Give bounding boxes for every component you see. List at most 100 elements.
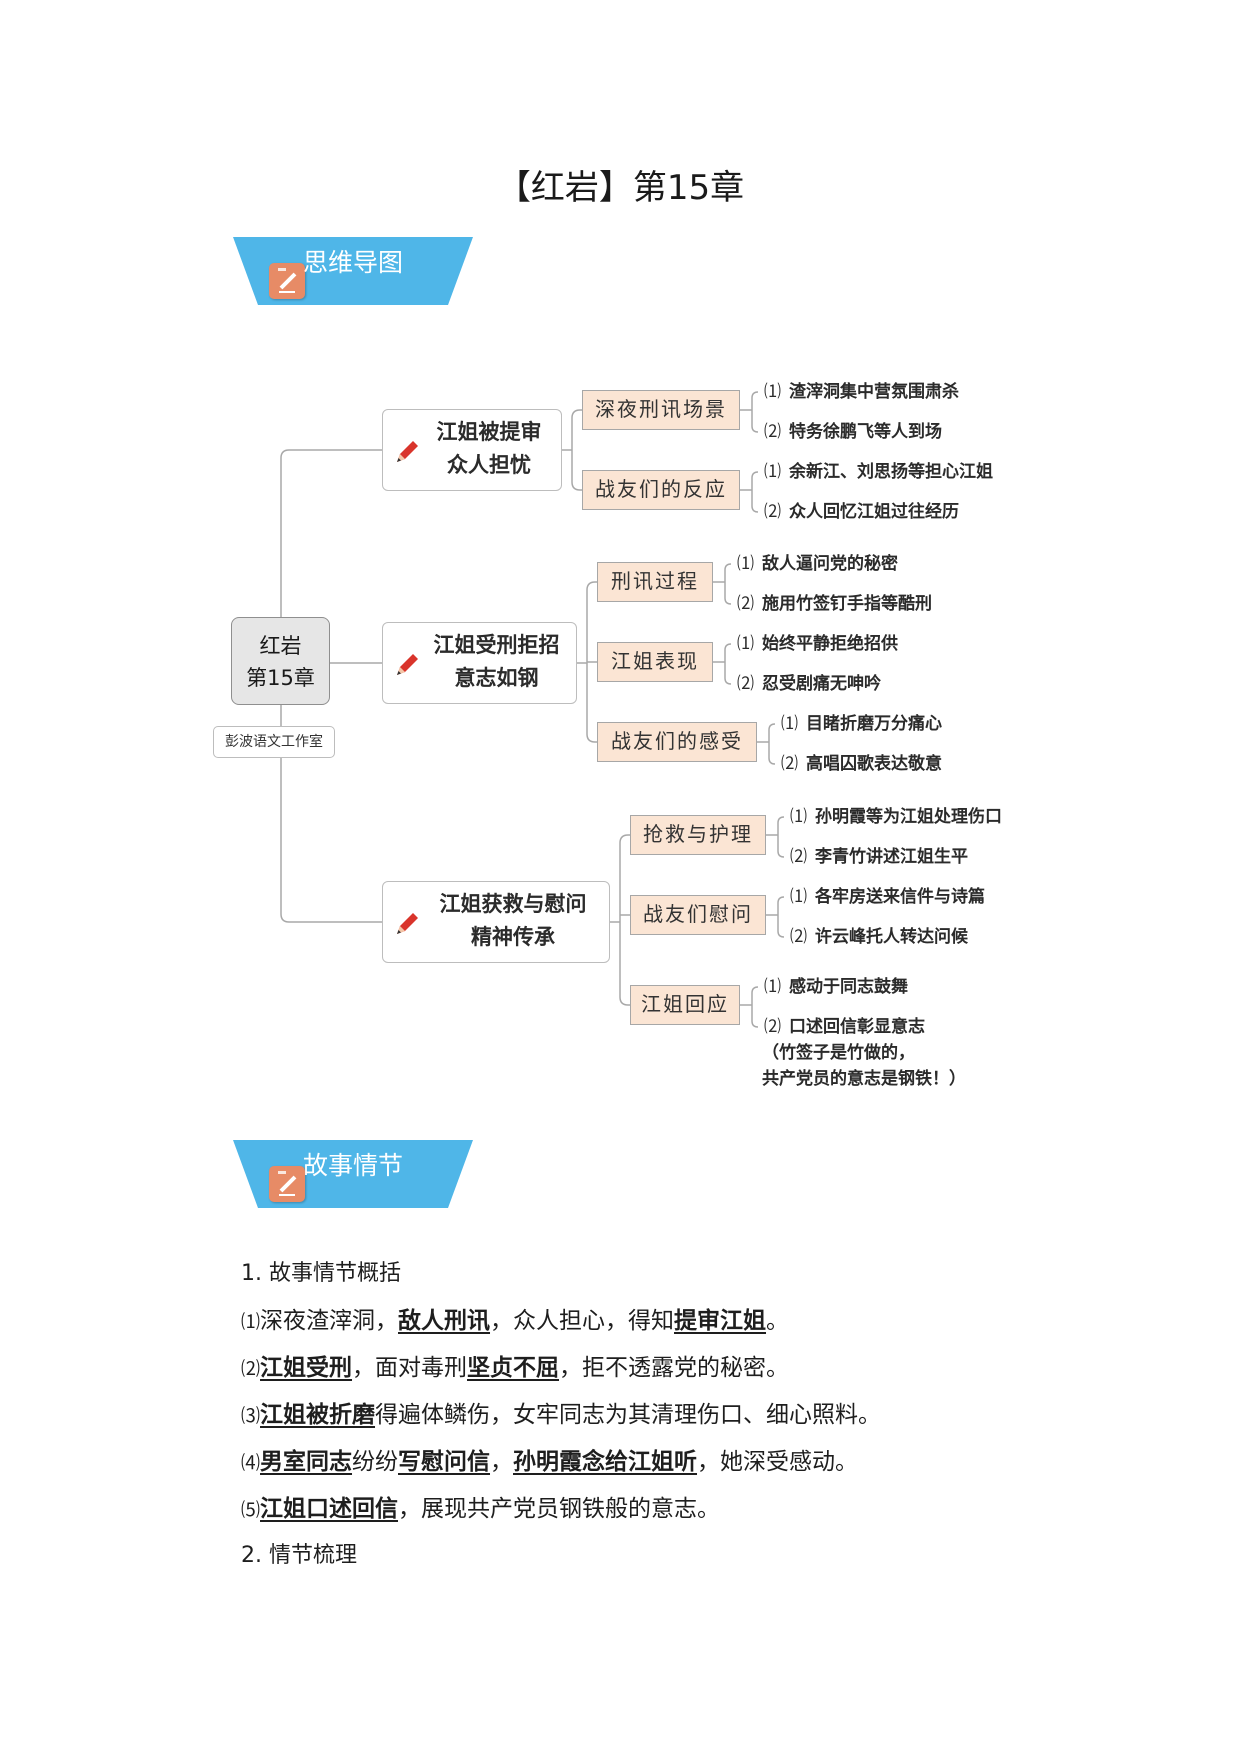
plot-text: 。 bbox=[766, 1308, 790, 1334]
plot-text: 得遍体鳞伤，女牢同志为其清理伤口、细心照料。 bbox=[375, 1402, 882, 1428]
mindmap-leaf: ⑴ 敌人逼问党的秘密 bbox=[737, 554, 898, 574]
mindmap-sub-node: 江姐表现 bbox=[597, 642, 713, 682]
leaf-marker: ⑴ bbox=[781, 714, 798, 734]
mindmap-leaf-note: （竹签子是竹做的， bbox=[762, 1043, 915, 1063]
leaf-text: 众人回忆江姐过往经历 bbox=[789, 502, 959, 522]
central-line-1: 红岩 bbox=[259, 634, 302, 658]
plot-keyword: 敌人刑讯 bbox=[398, 1307, 491, 1334]
central-line-2: 第15章 bbox=[246, 666, 315, 690]
mindmap-leaf: ⑴ 孙明霞等为江姐处理伤口 bbox=[790, 807, 1002, 827]
pencil-icon bbox=[397, 913, 418, 934]
leaf-text: 渣滓洞集中营氛围肃杀 bbox=[789, 382, 959, 402]
plot-text: ，面对毒刑 bbox=[352, 1355, 468, 1381]
banner-title: 思维导图 bbox=[303, 248, 404, 277]
leaf-text: 感动于同志鼓舞 bbox=[789, 977, 908, 997]
leaf-marker: ⑵ bbox=[764, 502, 781, 522]
plot-banner: 故事情节 bbox=[233, 1140, 473, 1208]
plot-text: ，众人担心，得知 bbox=[490, 1308, 675, 1334]
leaf-text: 李青竹讲述江姐生平 bbox=[815, 847, 968, 867]
pen-badge-icon bbox=[269, 263, 305, 299]
mindmap-sub-node: 抢救与护理 bbox=[630, 815, 766, 855]
leaf-text: 许云峰托人转达问候 bbox=[815, 927, 968, 947]
leaf-marker: ⑴ bbox=[764, 977, 781, 997]
leaf-text: 高唱囚歌表达敬意 bbox=[806, 754, 942, 774]
plot-item: ⑸江姐口述回信，展现共产党员钢铁般的意志。 bbox=[241, 1489, 720, 1523]
leaf-text: 目睹折磨万分痛心 bbox=[806, 714, 942, 734]
plot-text: 深夜渣滓洞， bbox=[260, 1308, 399, 1334]
mindmap-sub-node: 战友们的反应 bbox=[582, 470, 740, 510]
mindmap-leaf: ⑴ 各牢房送来信件与诗篇 bbox=[790, 887, 985, 907]
mindmap-sub-node: 战友们的感受 bbox=[597, 722, 757, 762]
leaf-marker: ⑵ bbox=[737, 594, 754, 614]
plot-item: ⑴深夜渣滓洞，敌人刑讯，众人担心，得知提审江姐。 bbox=[241, 1301, 789, 1335]
leaf-marker: ⑵ bbox=[781, 754, 798, 774]
plot-heading-2: 2. 情节梳理 bbox=[241, 1543, 357, 1568]
mindmap-leaf: ⑵ 高唱囚歌表达敬意 bbox=[781, 754, 942, 774]
plot-item-number: ⑸ bbox=[241, 1499, 261, 1521]
mindmap-leaf: ⑵特务徐鹏飞等人到场 bbox=[764, 422, 942, 442]
leaf-marker: ⑴ bbox=[764, 462, 781, 482]
branch-label: 江姐受刑拒招 意志如钢 bbox=[433, 633, 560, 690]
mindmap-leaf: ⑴ 余新江、刘思扬等担心江姐 bbox=[764, 462, 993, 482]
mindmap-sub-node: 深夜刑讯场景 bbox=[582, 390, 740, 430]
plot-item-number: ⑴ bbox=[241, 1311, 261, 1333]
page-title: 【红岩】第15章 bbox=[496, 168, 745, 208]
mindmap-leaf: ⑵口述回信彰显意志 bbox=[764, 1017, 925, 1037]
plot-item: ⑷男室同志纷纷写慰问信，孙明霞念给江姐听，她深受感动。 bbox=[241, 1442, 858, 1476]
mindmap-branch-2: 江姐受刑拒招 意志如钢 bbox=[382, 622, 577, 704]
mindmap-leaf: ⑵ 众人回忆江姐过往经历 bbox=[764, 502, 959, 522]
mindmap-leaf: ⑴ 感动于同志鼓舞 bbox=[764, 977, 908, 997]
pencil-icon bbox=[397, 441, 418, 462]
plot-heading-1: 1. 故事情节概括 bbox=[241, 1261, 401, 1286]
plot-text: ，拒不透露党的秘密。 bbox=[559, 1355, 790, 1381]
mindmap-sub-node: 江姐回应 bbox=[630, 985, 740, 1025]
plot-keyword: 孙明霞念给江姐听 bbox=[513, 1448, 698, 1475]
leaf-text: 始终平静拒绝招供 bbox=[762, 634, 898, 654]
mindmap-connectors bbox=[280, 391, 785, 1028]
branch-label: 江姐获救与慰问 精神传承 bbox=[439, 892, 587, 949]
pen-badge-icon bbox=[269, 1166, 305, 1202]
plot-keyword: 写慰问信 bbox=[398, 1448, 491, 1475]
pencil-icon bbox=[397, 654, 418, 675]
mindmap-leaf: ⑵ 施用竹签钉手指等酷刑 bbox=[737, 594, 932, 614]
plot-item-number: ⑵ bbox=[241, 1358, 261, 1380]
leaf-text: 孙明霞等为江姐处理伤口 bbox=[815, 807, 1002, 827]
leaf-marker: ⑵ bbox=[790, 927, 807, 947]
plot-text: 纷纷 bbox=[352, 1449, 399, 1475]
plot-text: ，展现共产党员钢铁般的意志。 bbox=[398, 1496, 721, 1522]
leaf-text: 施用竹签钉手指等酷刑 bbox=[762, 594, 932, 614]
mindmap-branch-3: 江姐获救与慰问 精神传承 bbox=[382, 881, 610, 963]
branch-label: 江姐被提审 众人担忧 bbox=[436, 420, 542, 477]
plot-item-number: ⑶ bbox=[241, 1405, 261, 1427]
leaf-text: 特务徐鹏飞等人到场 bbox=[789, 422, 942, 442]
mindmap-leaf: ⑴ 目睹折磨万分痛心 bbox=[781, 714, 942, 734]
leaf-text: 余新江、刘思扬等担心江姐 bbox=[789, 462, 993, 482]
plot-item: ⑵江姐受刑，面对毒刑坚贞不屈，拒不透露党的秘密。 bbox=[241, 1348, 789, 1382]
plot-keyword: 江姐口述回信 bbox=[260, 1495, 399, 1522]
leaf-text: 敌人逼问党的秘密 bbox=[762, 554, 898, 574]
plot-keyword: 江姐被折磨 bbox=[260, 1401, 376, 1428]
plot-keyword: 提审江姐 bbox=[674, 1307, 767, 1334]
mindmap-central-node: 红岩 第15章 bbox=[231, 617, 330, 705]
leaf-text: 忍受剧痛无呻吟 bbox=[762, 674, 881, 694]
mindmap-sub-node: 战友们慰问 bbox=[630, 895, 766, 935]
plot-item-number: ⑷ bbox=[241, 1452, 261, 1474]
leaf-marker: ⑴ bbox=[764, 382, 781, 402]
leaf-marker: ⑵ bbox=[737, 674, 754, 694]
leaf-marker: ⑴ bbox=[790, 887, 807, 907]
mindmap-leaf-note: 共产党员的意志是钢铁！） bbox=[762, 1069, 966, 1089]
studio-label: 彭波语文工作室 bbox=[213, 726, 335, 758]
plot-keyword: 男室同志 bbox=[260, 1448, 353, 1475]
leaf-marker: ⑴ bbox=[737, 554, 754, 574]
mindmap-leaf: ⑵ 李青竹讲述江姐生平 bbox=[790, 847, 968, 867]
leaf-marker: ⑴ bbox=[790, 807, 807, 827]
plot-keyword: 坚贞不屈 bbox=[467, 1354, 560, 1381]
plot-item: ⑶江姐被折磨得遍体鳞伤，女牢同志为其清理伤口、细心照料。 bbox=[241, 1395, 881, 1429]
leaf-text: 口述回信彰显意志 bbox=[789, 1017, 925, 1037]
mindmap-banner: 思维导图 bbox=[233, 237, 473, 305]
plot-text: ，她深受感动。 bbox=[697, 1449, 859, 1475]
mindmap-leaf: ⑴ 始终平静拒绝招供 bbox=[737, 634, 898, 654]
leaf-marker: ⑵ bbox=[790, 847, 807, 867]
leaf-marker: ⑴ bbox=[737, 634, 754, 654]
leaf-text: 各牢房送来信件与诗篇 bbox=[815, 887, 985, 907]
